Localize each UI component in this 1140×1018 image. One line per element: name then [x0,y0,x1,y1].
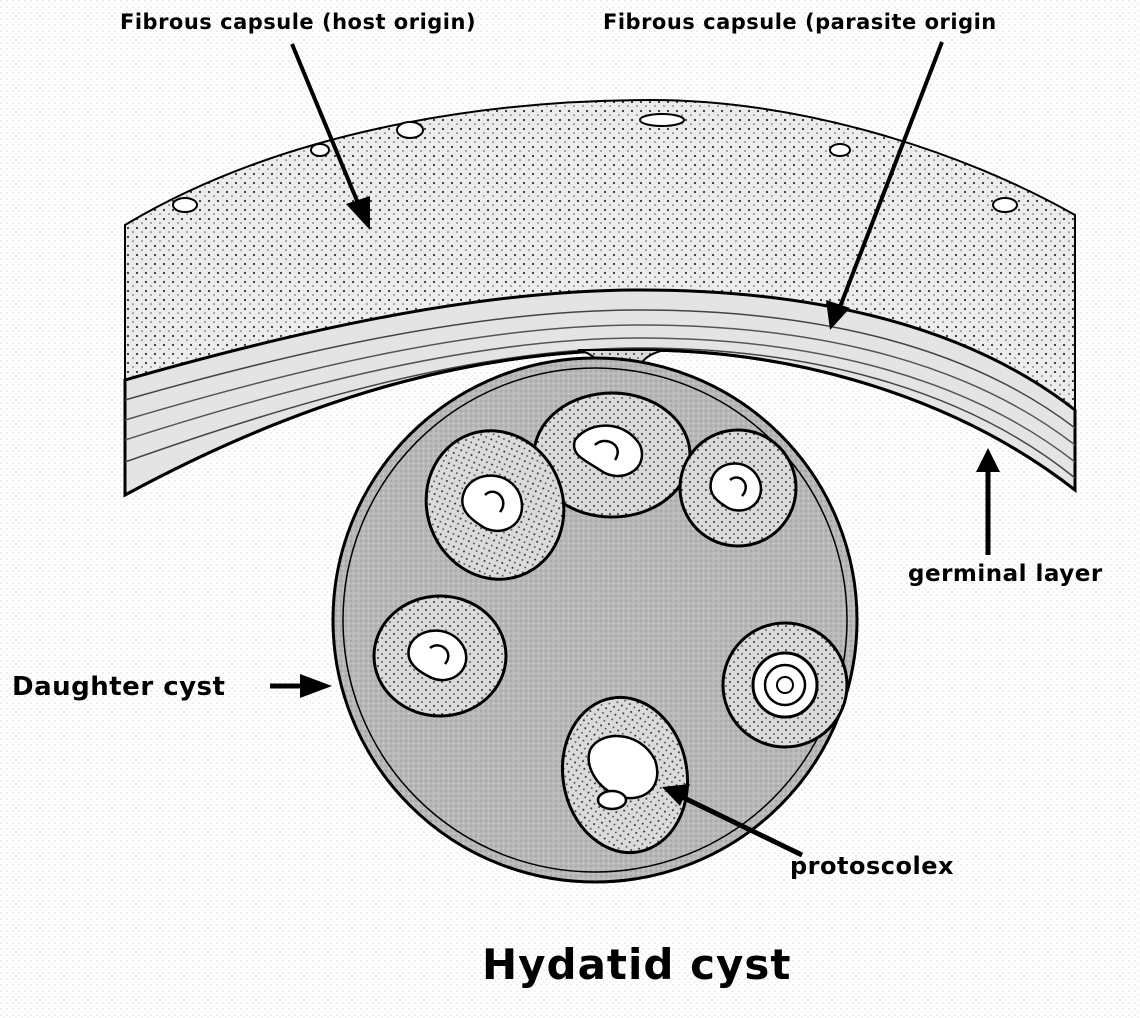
label-host-capsule: Fibrous capsule (host origin) [120,10,476,34]
protoscolex-left [374,596,506,716]
protoscolex-right [723,623,847,747]
label-protoscolex: protoscolex [790,852,954,880]
label-daughter-cyst: Daughter cyst [12,672,225,702]
diagram-title: Hydatid cyst [482,940,791,989]
label-parasite-capsule: Fibrous capsule (parasite origin [603,10,997,34]
label-germinal-layer: germinal layer [908,561,1103,587]
protoscolex-top-right [680,430,796,546]
